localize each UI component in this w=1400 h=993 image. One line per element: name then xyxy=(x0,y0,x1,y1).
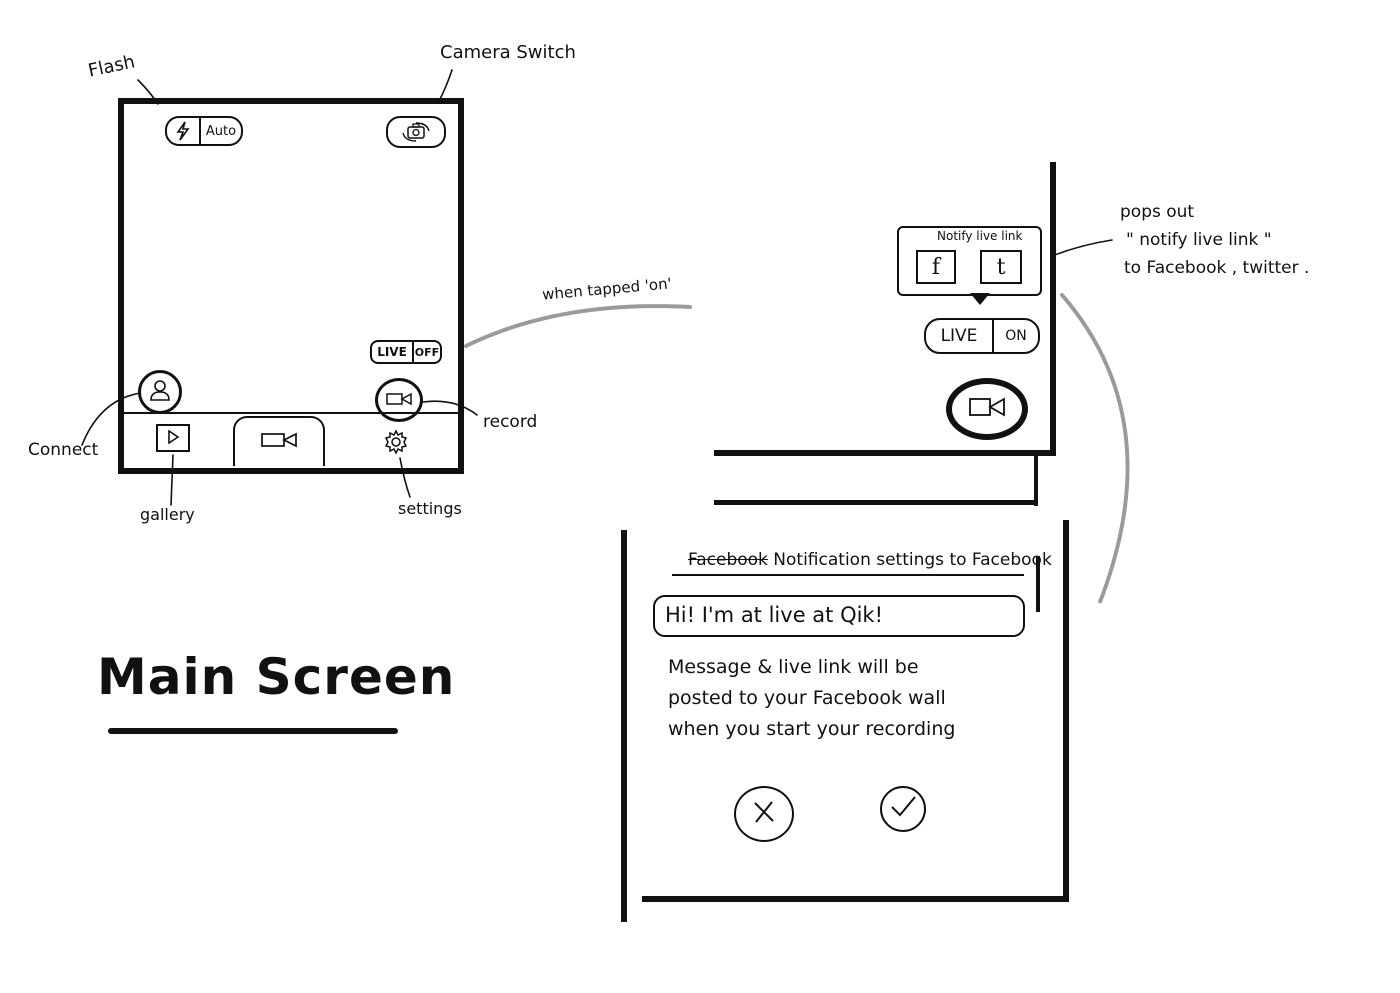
cancel-button[interactable] xyxy=(734,786,794,842)
flash-mode-label: Auto xyxy=(199,118,241,144)
notification-description: Message & live link will be posted to yo… xyxy=(668,656,956,740)
connect-leader xyxy=(81,392,141,446)
facebook-share-button[interactable]: f xyxy=(916,250,956,284)
annotation-gallery: gallery xyxy=(140,505,195,524)
notification-screen-left xyxy=(621,530,627,922)
notification-heading-text: Notification settings to Facebook xyxy=(773,550,1052,570)
record-leader xyxy=(422,400,478,416)
twitter-share-button[interactable]: t xyxy=(980,250,1022,284)
tabbar-divider xyxy=(124,412,458,414)
live-record-button[interactable] xyxy=(946,378,1028,440)
annotation-settings: settings xyxy=(398,499,462,518)
live-screen-bottom xyxy=(714,450,1056,456)
live-on-toggle-state: ON xyxy=(992,320,1038,352)
page-title: Main Screen xyxy=(97,648,456,706)
live-screen-edge xyxy=(1050,162,1056,456)
heading-rule xyxy=(672,574,1024,576)
video-camera-icon xyxy=(386,391,412,410)
check-icon xyxy=(889,795,917,823)
notification-screen-bottom xyxy=(642,896,1069,902)
person-icon xyxy=(149,378,171,406)
video-camera-icon xyxy=(968,396,1006,422)
message-input[interactable]: Hi! I'm at live at Qik! xyxy=(653,595,1025,637)
live-screen-divider-edge xyxy=(1034,456,1038,506)
notify-popup: Notify live link xyxy=(897,226,1042,296)
annotation-camera-switch: Camera Switch xyxy=(440,42,576,63)
gear-icon xyxy=(382,428,410,460)
annotation-connect: Connect xyxy=(28,440,99,460)
close-icon xyxy=(751,799,777,829)
title-underline xyxy=(108,728,398,734)
annotation-popout-line-3: to Facebook , twitter . xyxy=(1124,258,1310,278)
notify-popup-title: Notify live link xyxy=(937,229,1023,243)
main-screen-frame xyxy=(118,98,464,474)
camera-tab[interactable] xyxy=(233,416,325,466)
play-icon xyxy=(167,429,180,448)
annotation-popout-line-2: " notify live link " xyxy=(1126,230,1272,250)
transition-arrow-1 xyxy=(464,304,692,348)
flash-button[interactable]: Auto xyxy=(165,116,243,146)
settings-leader xyxy=(399,457,411,498)
live-on-toggle-label: LIVE xyxy=(940,326,978,346)
live-screen-divider xyxy=(714,500,1036,505)
gallery-leader xyxy=(170,454,174,506)
confirm-button[interactable] xyxy=(880,786,926,832)
notification-heading-struck: Facebook xyxy=(688,550,768,570)
transition-arrow-2 xyxy=(1060,293,1130,604)
camera-switch-button[interactable] xyxy=(386,116,446,148)
annotation-record: record xyxy=(483,412,538,432)
notification-screen-right xyxy=(1063,520,1069,900)
connect-button[interactable] xyxy=(138,370,182,414)
annotation-popout-line-1: pops out xyxy=(1120,202,1195,222)
record-button[interactable] xyxy=(375,378,423,422)
popout-leader xyxy=(1051,239,1113,257)
settings-tab[interactable] xyxy=(380,428,412,460)
video-camera-icon xyxy=(261,432,297,452)
camera-rotate-icon xyxy=(388,118,444,146)
notification-heading: Facebook Notification settings to Facebo… xyxy=(688,550,1052,570)
gallery-tab[interactable] xyxy=(156,424,190,452)
live-toggle-state: OFF xyxy=(412,342,440,362)
live-toggle-label: LIVE xyxy=(377,345,407,359)
notification-screen-inner-edge xyxy=(1036,556,1040,612)
live-on-toggle[interactable]: LIVE ON xyxy=(924,318,1040,354)
notify-popup-pointer xyxy=(970,293,990,305)
live-toggle[interactable]: LIVE OFF xyxy=(370,340,442,364)
lightning-icon xyxy=(167,118,199,144)
